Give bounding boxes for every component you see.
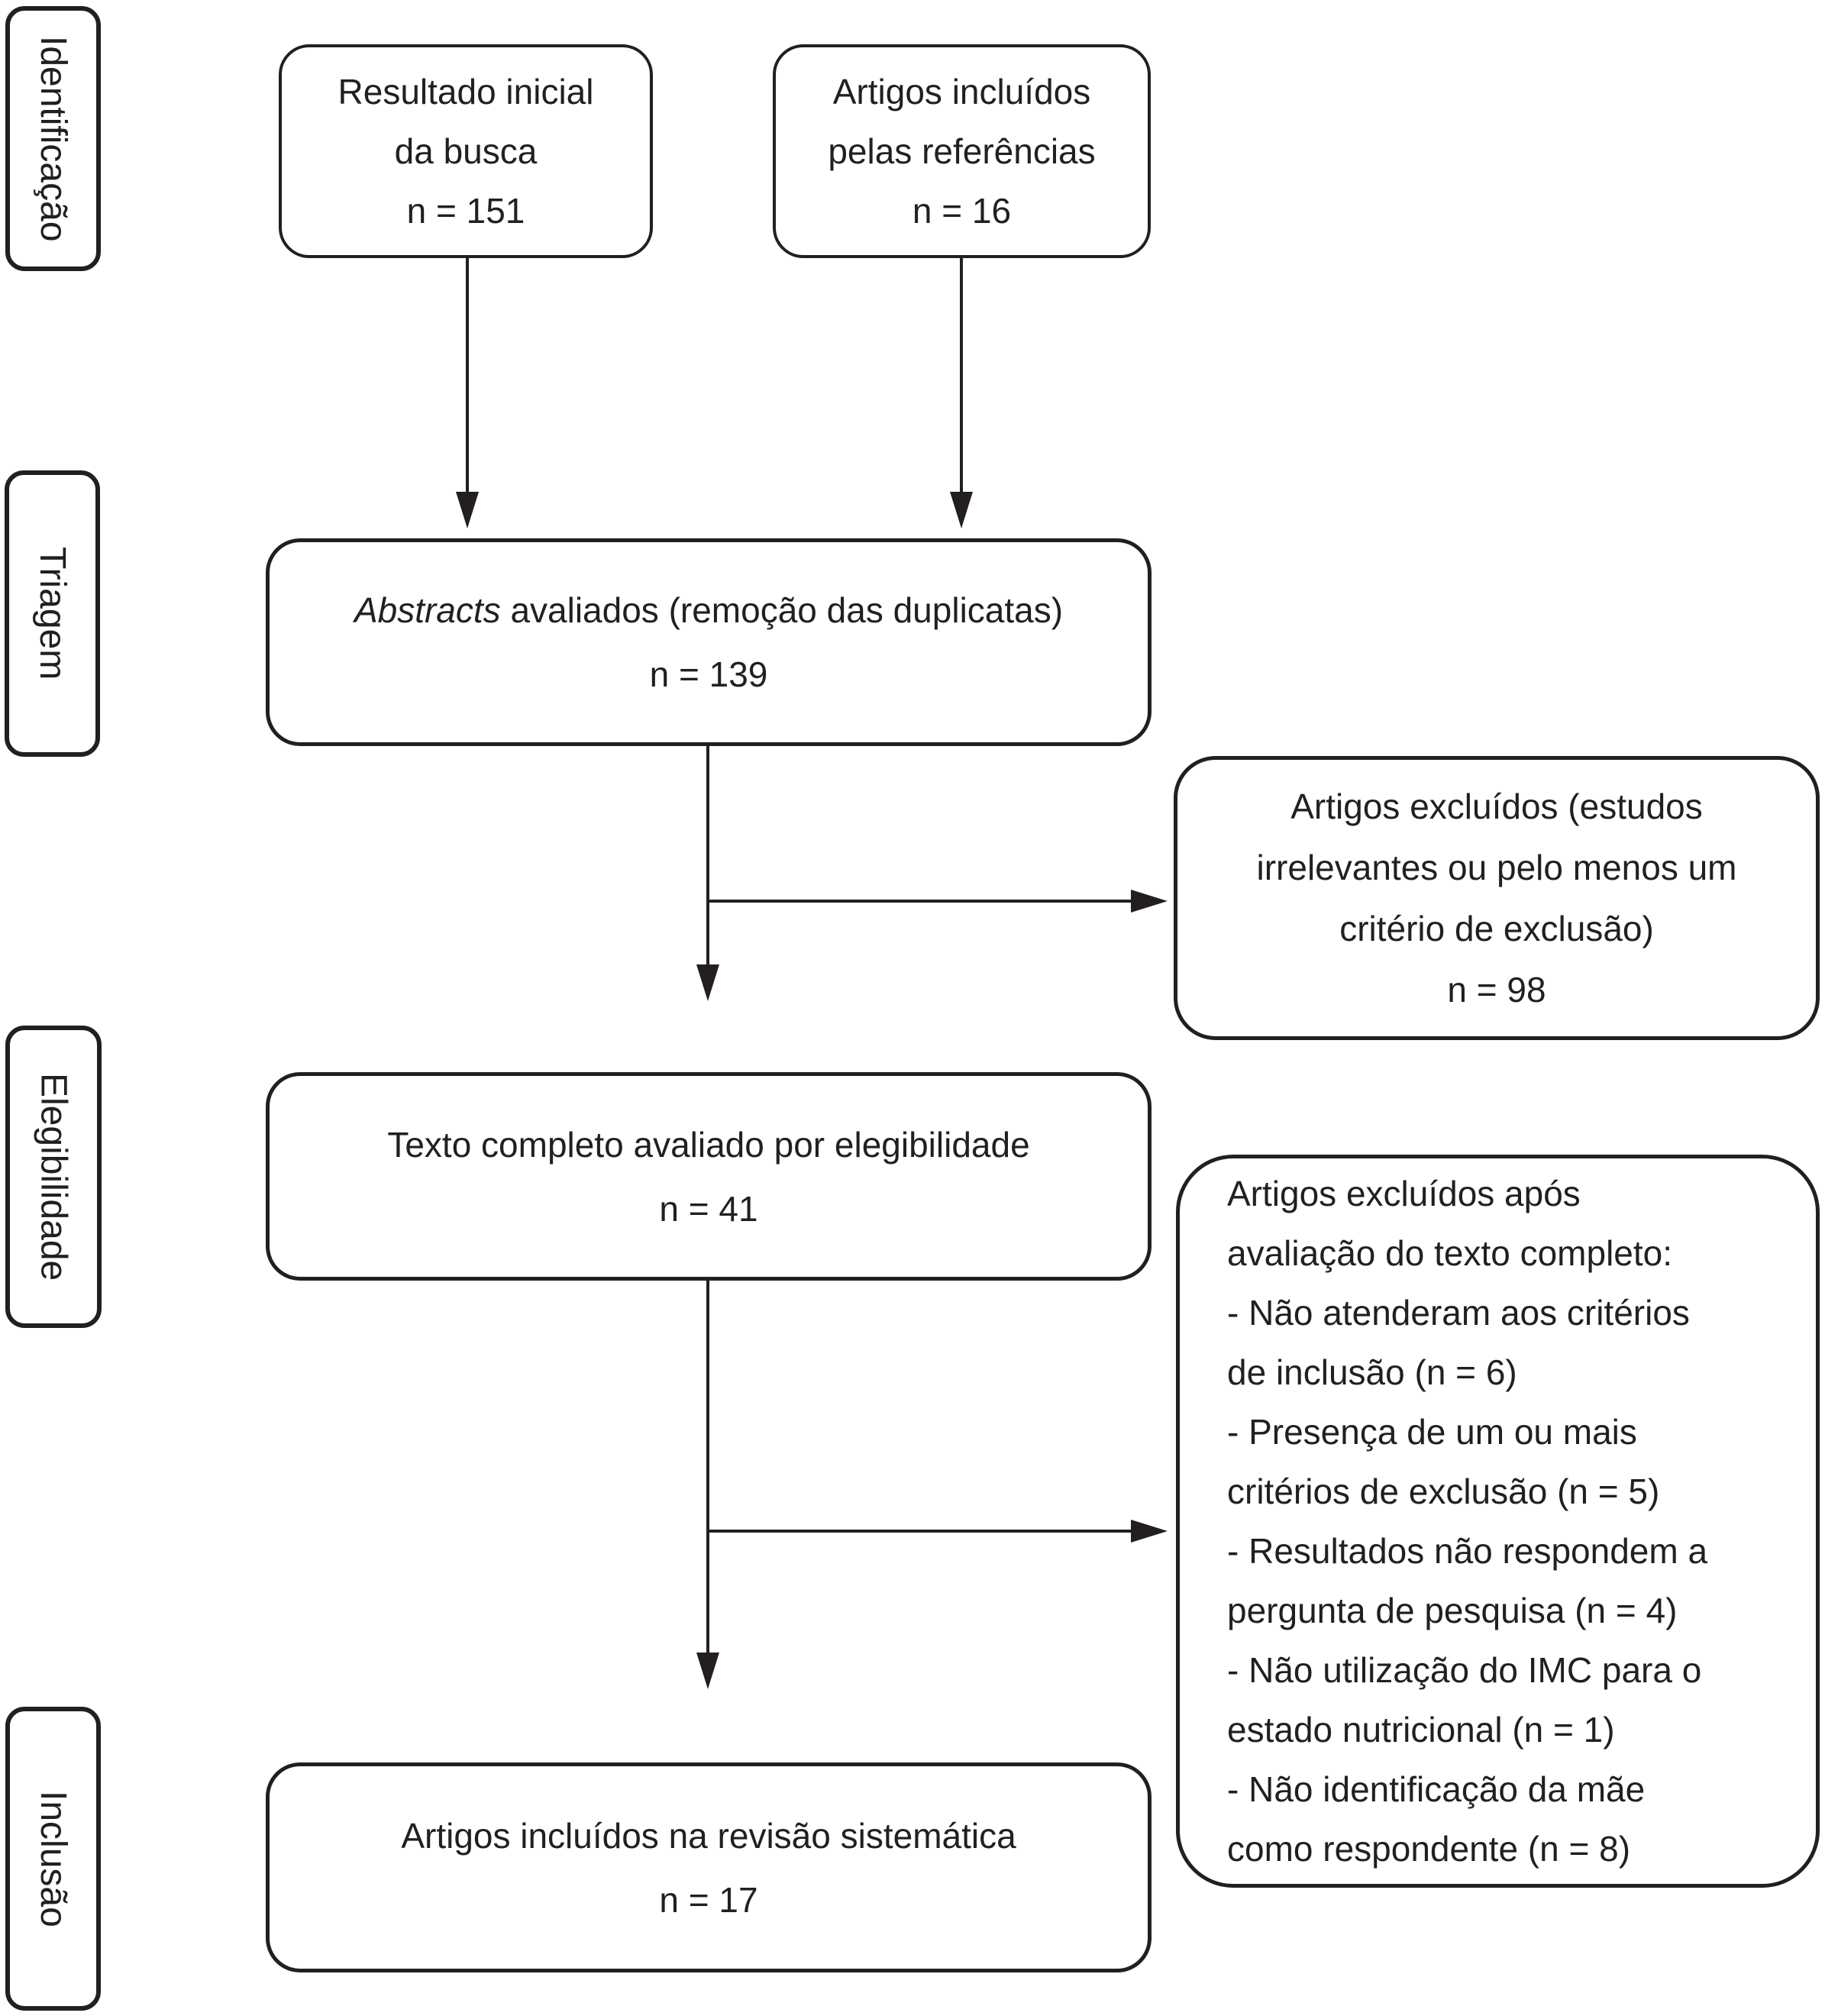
box-count: n = 17 bbox=[659, 1879, 758, 1920]
box-fulltext-assessed: Texto completo avaliado por elegibilidad… bbox=[266, 1072, 1152, 1281]
stage-label-eligibility: Elegibilidade bbox=[5, 1026, 102, 1328]
box-line: irrelevantes ou pelo menos um bbox=[1256, 848, 1737, 887]
stage-label-text: Triagem bbox=[32, 547, 73, 680]
stage-label-identification: Identificação bbox=[5, 6, 101, 271]
stage-label-text: Inclusão bbox=[33, 1790, 73, 1927]
box-line: Artigos incluídos bbox=[832, 72, 1091, 111]
abstracts-line-rest: avaliados (remoção das duplicatas) bbox=[500, 590, 1064, 630]
box-count: n = 139 bbox=[649, 654, 768, 694]
box-line: Abstracts avaliados (remoção das duplica… bbox=[270, 578, 1148, 642]
box-line: - Presença de um ou mais bbox=[1227, 1412, 1637, 1452]
box-line: Artigos excluídos após bbox=[1227, 1174, 1581, 1213]
abstracts-italic-word: Abstracts bbox=[354, 590, 501, 630]
box-line: - Não atenderam aos critérios bbox=[1227, 1293, 1690, 1333]
box-line: Resultado inicial bbox=[338, 72, 594, 111]
box-line: - Resultados não respondem a bbox=[1227, 1531, 1708, 1571]
box-count: n = 41 bbox=[659, 1188, 758, 1229]
box-included-by-references: Artigos incluídos pelas referências n = … bbox=[773, 44, 1151, 258]
stage-label-text: Elegibilidade bbox=[33, 1072, 74, 1281]
box-line: critério de exclusão) bbox=[1339, 909, 1654, 948]
box-line: pergunta de pesquisa (n = 4) bbox=[1227, 1591, 1678, 1630]
box-excluded-fulltext: Artigos excluídos após avaliação do text… bbox=[1176, 1155, 1820, 1888]
box-count: n = 16 bbox=[912, 191, 1012, 231]
box-line: pelas referências bbox=[828, 131, 1096, 171]
box-line: Texto completo avaliado por elegibilidad… bbox=[387, 1124, 1030, 1165]
box-line: Artigos excluídos (estudos bbox=[1290, 787, 1703, 826]
box-excluded-abstracts: Artigos excluídos (estudos irrelevantes … bbox=[1174, 756, 1820, 1040]
box-initial-search: Resultado inicial da busca n = 151 bbox=[279, 44, 653, 258]
box-line: critérios de exclusão (n = 5) bbox=[1227, 1472, 1660, 1511]
box-line: estado nutricional (n = 1) bbox=[1227, 1710, 1615, 1749]
box-line: como respondente (n = 8) bbox=[1227, 1829, 1631, 1869]
box-line: avaliação do texto completo: bbox=[1227, 1233, 1673, 1273]
box-count: n = 98 bbox=[1447, 970, 1546, 1010]
stage-label-screening: Triagem bbox=[5, 470, 100, 757]
box-line: Artigos incluídos na revisão sistemática bbox=[401, 1815, 1016, 1856]
box-line: - Não identificação da mãe bbox=[1227, 1769, 1646, 1809]
stage-label-inclusion: Inclusão bbox=[5, 1707, 101, 2011]
box-line: da busca bbox=[394, 131, 538, 171]
box-count: n = 151 bbox=[406, 191, 525, 231]
box-line: - Não utilização do IMC para o bbox=[1227, 1650, 1702, 1690]
box-line: de inclusão (n = 6) bbox=[1227, 1352, 1517, 1392]
box-included-review: Artigos incluídos na revisão sistemática… bbox=[266, 1762, 1152, 1972]
stage-label-text: Identificação bbox=[33, 35, 73, 242]
box-abstracts-screened: Abstracts avaliados (remoção das duplica… bbox=[266, 538, 1152, 746]
